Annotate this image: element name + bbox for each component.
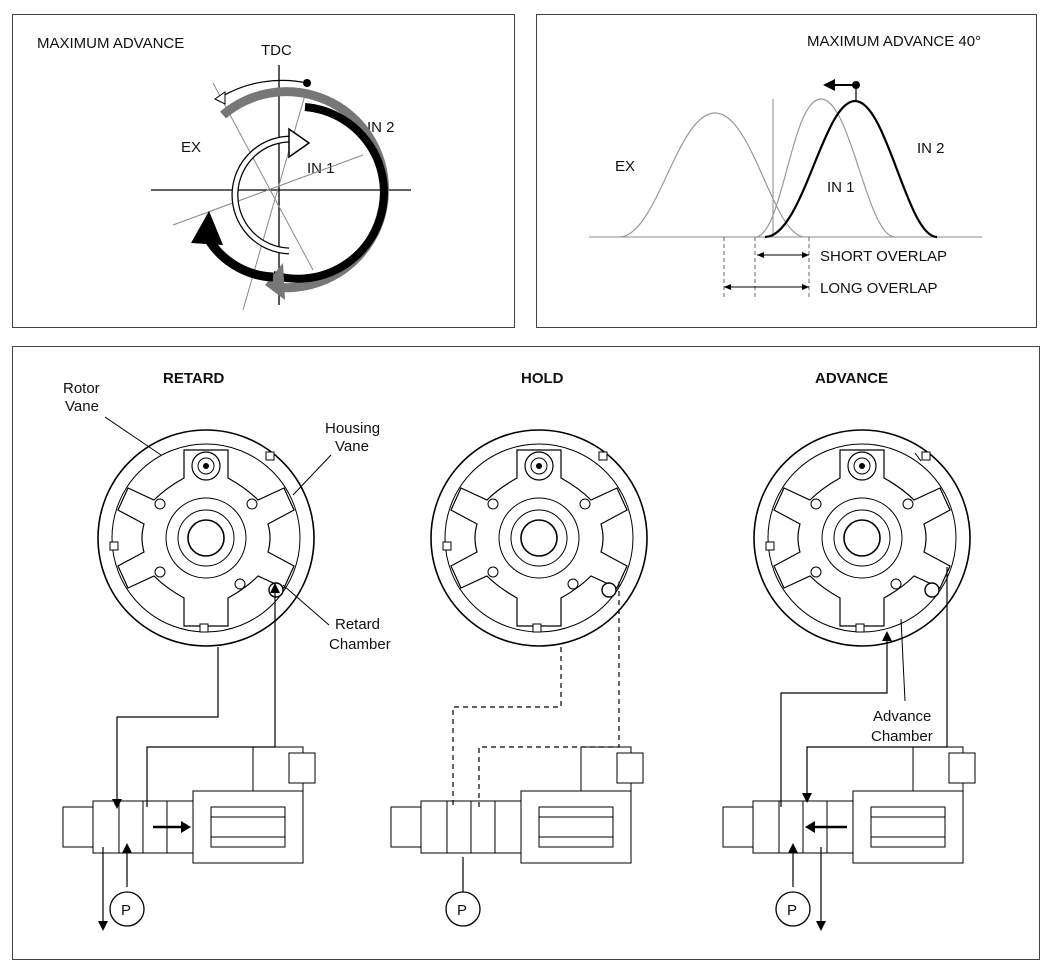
advance-chamber-label: Advance xyxy=(873,708,931,725)
advance-phaser xyxy=(753,429,971,647)
retard-phaser xyxy=(97,429,315,647)
shift-arrowhead xyxy=(823,79,835,91)
short-overlap-label: SHORT OVERLAP xyxy=(820,248,947,265)
rotor-vane-leader xyxy=(104,416,162,456)
ex-lift-curve xyxy=(618,112,806,238)
pressure-source-icon xyxy=(775,891,811,927)
retard-solenoid-valve xyxy=(62,746,316,864)
ex-label: EX xyxy=(181,139,201,156)
shift-dot xyxy=(852,81,860,89)
in2-lift-curve xyxy=(764,99,938,239)
hold-phaser xyxy=(430,429,648,647)
panel-title: MAXIMUM ADVANCE xyxy=(37,35,184,52)
arrowhead xyxy=(181,821,191,833)
arrowhead xyxy=(757,252,764,258)
retard-chamber-label: Chamber xyxy=(329,636,391,653)
arrowhead xyxy=(802,252,809,258)
advance-supply-line xyxy=(780,637,888,807)
inner-rotation-arc-outline xyxy=(231,135,294,255)
arrowhead xyxy=(802,793,812,803)
arrowhead xyxy=(816,921,826,931)
advance-arrowhead xyxy=(191,211,223,245)
retard-heading: RETARD xyxy=(163,370,225,387)
advance-chamber-label: Chamber xyxy=(871,728,933,745)
hold-oil-line-dashed xyxy=(452,647,562,807)
valve-lift-overlap-panel: MAXIMUM ADVANCE 40° EX IN 1 IN 2 SHORT O… xyxy=(536,14,1037,328)
in1-lift-curve xyxy=(754,98,896,238)
rotor-vane-label: Rotor xyxy=(63,380,100,397)
in2-label: IN 2 xyxy=(367,119,395,136)
in1-duration-arc xyxy=(271,103,388,283)
long-overlap-label: LONG OVERLAP xyxy=(820,280,938,297)
arrowhead xyxy=(724,284,731,290)
timing-circle-diagram: MAXIMUM ADVANCE TDC EX IN 1 IN 2 xyxy=(37,35,411,311)
cvvt-operation-panel: RETARD HOLD ADVANCE Rotor Vane Housing V… xyxy=(12,346,1040,960)
housing-vane-leader xyxy=(292,454,332,496)
retard-supply-line xyxy=(146,587,276,807)
tdc-label: TDC xyxy=(261,42,292,59)
in2-curve-label: IN 2 xyxy=(917,140,945,157)
arrowhead xyxy=(112,799,122,809)
advance-chamber-leader xyxy=(900,618,906,702)
hold-heading: HOLD xyxy=(521,370,564,387)
shift-arc xyxy=(220,79,308,98)
shift-arrowhead xyxy=(214,91,226,105)
advance-heading: ADVANCE xyxy=(815,370,888,387)
pressure-label: P xyxy=(121,902,131,919)
retard-chamber-label: Retard xyxy=(335,616,380,633)
arrowhead xyxy=(270,583,280,593)
max-advance-timing-panel: MAXIMUM ADVANCE TDC EX IN 1 IN 2 xyxy=(12,14,515,328)
start-dot xyxy=(303,79,311,87)
retard-oil-line xyxy=(116,647,219,807)
housing-arrow xyxy=(914,452,922,462)
advance-solenoid-valve xyxy=(722,746,976,864)
arrowhead xyxy=(98,921,108,931)
offset-line xyxy=(172,154,364,226)
arrowhead xyxy=(882,631,892,641)
hold-oil-line-dashed xyxy=(478,579,620,807)
pressure-source-icon xyxy=(445,891,481,927)
retard-chamber-leader xyxy=(282,584,330,626)
advance-return-line xyxy=(806,567,948,797)
inner-rotation-arc xyxy=(232,136,294,254)
housing-vane-label: Housing xyxy=(325,420,380,437)
grey-arrowhead xyxy=(265,263,285,300)
cvvt-operation-diagram: RETARD HOLD ADVANCE Rotor Vane Housing V… xyxy=(62,370,976,931)
arrowhead xyxy=(122,843,132,853)
valve-lift-diagram: MAXIMUM ADVANCE 40° EX IN 1 IN 2 SHORT O… xyxy=(589,33,982,297)
ex-curve-label: EX xyxy=(615,158,635,175)
housing-vane-label: Vane xyxy=(335,438,369,455)
hold-solenoid-valve xyxy=(390,746,644,864)
arrowhead xyxy=(802,284,809,290)
arrowhead xyxy=(788,843,798,853)
inner-rotation-arrowhead xyxy=(288,127,311,159)
rotor-vane-label: Vane xyxy=(65,398,99,415)
panel-title: MAXIMUM ADVANCE 40° xyxy=(807,33,981,50)
in1-curve-label: IN 1 xyxy=(827,179,855,196)
pressure-source-icon xyxy=(109,891,145,927)
pressure-label: P xyxy=(457,902,467,919)
arrowhead xyxy=(805,821,815,833)
pressure-label: P xyxy=(787,902,797,919)
